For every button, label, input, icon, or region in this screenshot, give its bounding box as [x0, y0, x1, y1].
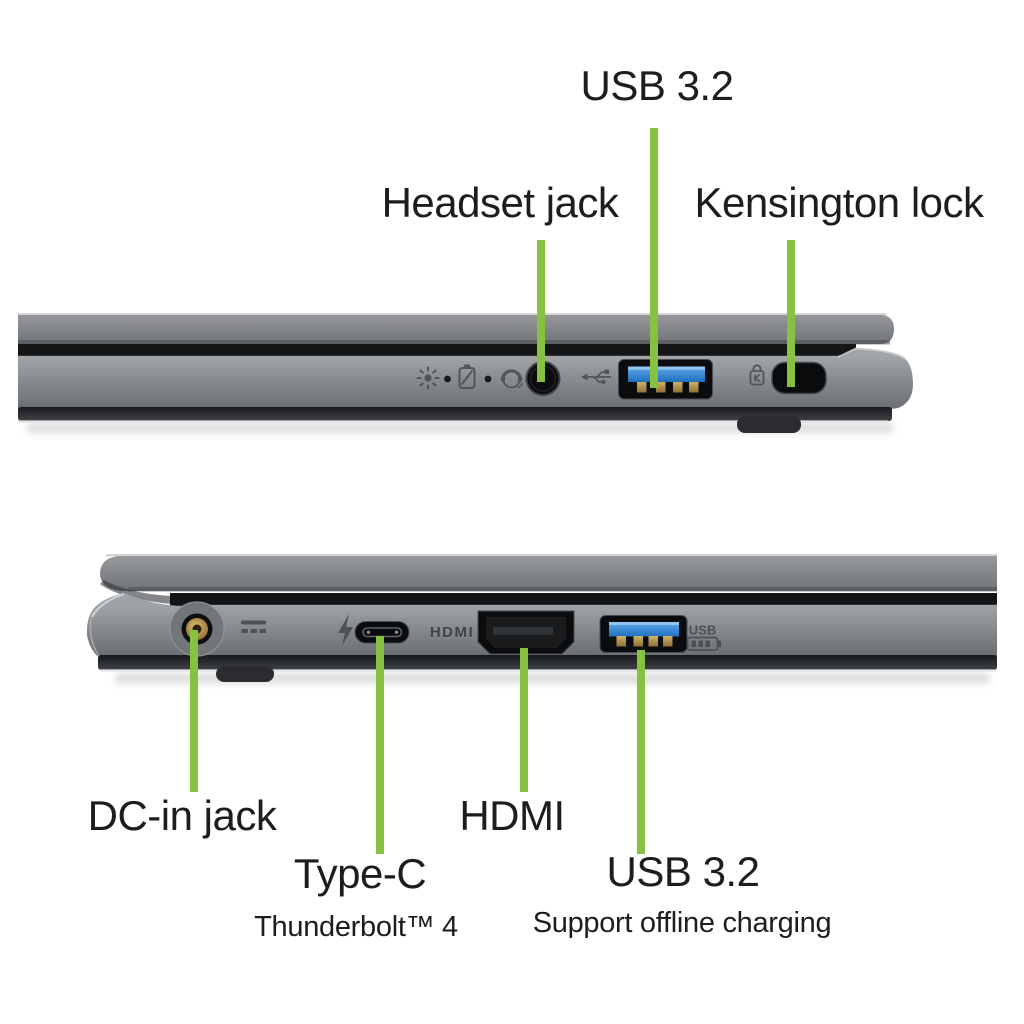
laptop-right-side-illustration	[18, 313, 913, 433]
headset-icon	[500, 369, 524, 389]
shadow-top-laptop	[26, 423, 894, 433]
lid-edge-bottom	[100, 554, 997, 604]
hinge-gap	[18, 344, 856, 357]
battery-led-icon	[458, 364, 476, 389]
lid-edge	[18, 313, 894, 345]
callout-line-usb-bottom	[637, 650, 645, 854]
callout-line-headset	[537, 240, 545, 382]
label-usb-bottom: USB 3.2	[606, 848, 760, 895]
kensington-slot	[771, 361, 827, 395]
usb-port-bottom	[599, 615, 688, 653]
usb-offline-charging-icon: USB	[686, 623, 721, 651]
dc-power-icon	[241, 620, 266, 633]
callout-line-hdmi	[520, 648, 528, 792]
kensington-icon	[749, 364, 765, 386]
label-typec-sub: Thunderbolt™ 4	[254, 911, 458, 943]
rubber-foot-bottom	[216, 666, 274, 682]
laptop-left-side-illustration: USB	[86, 554, 997, 684]
label-headset: Headset jack	[381, 179, 619, 226]
callout-line-usb-top	[650, 128, 658, 388]
rubber-foot	[737, 416, 801, 433]
label-kensington: Kensington lock	[694, 179, 984, 226]
label-hdmi: HDMI	[459, 792, 565, 839]
callout-line-dc	[190, 630, 198, 792]
battery-led-dot	[484, 375, 492, 383]
label-dc: DC-in jack	[87, 792, 277, 839]
hdmi-port	[477, 610, 575, 655]
label-usb-top: USB 3.2	[580, 62, 734, 109]
callout-line-kensington	[787, 240, 795, 387]
label-usb-sub: Support offline charging	[532, 907, 832, 939]
callout-line-typec	[376, 636, 384, 854]
hdmi-molded-text: HDMI	[429, 624, 475, 641]
usb-port-top	[618, 359, 713, 400]
dc-in-jack-port	[169, 601, 225, 657]
power-led-dot	[444, 375, 451, 383]
usb-icon	[581, 369, 611, 385]
usb-badge-text: USB	[689, 623, 716, 638]
label-typec: Type-C	[293, 850, 427, 897]
power-led-icon	[416, 366, 440, 390]
thunderbolt-icon	[338, 614, 353, 646]
hinge-gap-bottom	[170, 593, 997, 606]
shadow-bottom-laptop	[115, 673, 990, 684]
